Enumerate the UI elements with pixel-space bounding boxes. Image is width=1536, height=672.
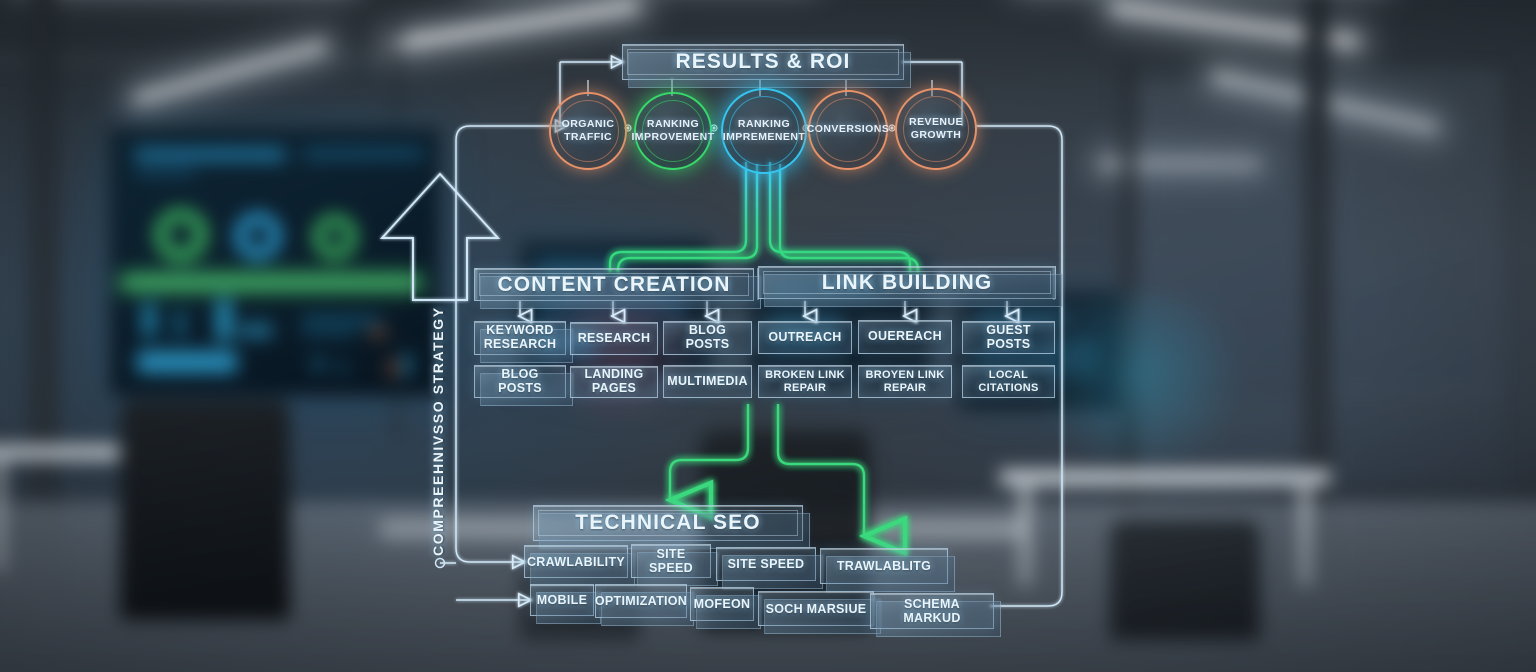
tech-leaf-soch-marsiue[interactable]: SOCH MARSIUE — [758, 591, 881, 634]
leaf-label: OUEREACH — [868, 329, 942, 344]
node-to-section-branches — [608, 162, 920, 272]
leaf-broken-link-repair[interactable]: BROKEN LINK REPAIR — [758, 365, 852, 398]
tech-leaf-schema-markud[interactable]: SCHEMA MARKUD — [870, 593, 1001, 637]
leaf-label: SOCH MARSIUE — [765, 601, 867, 616]
outcome-node-organic-traffic[interactable]: ORGANIC TRAFFIC — [549, 92, 627, 170]
section-title-label: CONTENT CREATION — [497, 272, 731, 296]
node-inner-ring — [729, 96, 799, 166]
outcome-node-ranking-improvement-blue[interactable]: RANKING IMPREMENENT — [721, 88, 807, 174]
leaf-label: MOFEON — [693, 597, 751, 611]
section-to-technical-arrows — [670, 404, 864, 536]
tech-leaf-mobile[interactable]: MOBILE — [530, 584, 601, 624]
leaf-label: SCHEMA MARKUD — [903, 597, 961, 625]
tech-leaf-crawlability[interactable]: CRAWLABILITY — [524, 545, 635, 586]
leaf-label: LANDING PAGES — [584, 367, 644, 395]
tech-leaf-mofeon[interactable]: MOFEON — [690, 587, 761, 629]
leaf-label: CRAWLABILITY — [526, 554, 626, 569]
leaf-label: KEYWORD RESEARCH — [483, 323, 557, 351]
leaf-label: MULTIMEDIA — [667, 373, 748, 388]
leaf-label: BLOG POSTS — [498, 366, 542, 395]
outcome-node-revenue-growth[interactable]: REVENUE GROWTH — [895, 88, 977, 170]
leaf-label: OPTIMIZATION — [594, 594, 688, 608]
leaf-blog-posts[interactable]: BLOG POSTS — [474, 365, 573, 406]
tech-leaf-trawlablitg[interactable]: TRAWLABLITG — [820, 548, 955, 592]
leaf-oue-reach[interactable]: OUEREACH — [858, 320, 952, 354]
leaf-multimedia[interactable]: MULTIMEDIA — [663, 365, 752, 398]
section-header-link-building[interactable]: LINK BUILDING — [758, 266, 1063, 307]
outcome-node-conversions[interactable]: CONVERSIONS — [807, 90, 889, 170]
leaf-label: BLOG POSTS — [685, 323, 730, 351]
node-inner-ring — [642, 100, 704, 162]
leaf-label: GUEST POSTS — [986, 322, 1031, 351]
node-inner-ring — [557, 100, 619, 162]
leaf-label: LOCAL CITATIONS — [978, 369, 1039, 394]
results-roi-title-box[interactable]: RESULTS & ROI — [622, 44, 911, 88]
leaf-landing-pages[interactable]: LANDING PAGES — [570, 366, 658, 398]
leaf-label: RESEARCH — [577, 330, 651, 345]
feedback-loop-left — [440, 125, 566, 600]
leaf-guest-posts[interactable]: GUEST POSTS — [962, 321, 1055, 354]
tech-leaf-optimization[interactable]: OPTIMIZATION — [594, 584, 694, 626]
leaf-label: SITE SPEED — [727, 557, 805, 571]
header-to-leaf-arrows — [520, 301, 1007, 316]
leaf-label: SITE SPEED — [649, 547, 693, 575]
section-title-label: LINK BUILDING — [821, 270, 993, 294]
leaf-outreach[interactable]: OUTREACH — [758, 321, 852, 354]
section-title-label: TECHNICAL SEO — [575, 511, 761, 534]
tech-leaf-site-speed-1[interactable]: SITE SPEED — [631, 544, 718, 586]
leaf-blog-posts-top[interactable]: BLOG POSTS — [663, 321, 752, 355]
results-roi-title-label: RESULTS & ROI — [675, 50, 851, 73]
leaf-label: TRAWLABLITG — [836, 559, 932, 573]
leaf-broyen-link-repair[interactable]: BROYEN LINK REPAIR — [858, 365, 952, 398]
section-header-content-creation[interactable]: CONTENT CREATION — [474, 268, 761, 309]
leaf-label: OUTREACH — [768, 329, 842, 344]
outcome-node-ranking-improvement-green[interactable]: RANKING IMPROVEMENT — [631, 92, 714, 170]
leaf-label: BROYEN LINK REPAIR — [865, 369, 945, 394]
vertical-strategy-label: COMPREEHNIVSSO STRATEGY — [430, 306, 446, 556]
node-inner-ring — [816, 98, 880, 162]
section-header-technical-seo[interactable]: TECHNICAL SEO — [533, 505, 810, 549]
feedback-loop-right — [976, 125, 1063, 607]
leaf-label: MOBILE — [536, 593, 588, 607]
leaf-research[interactable]: RESEARCH — [570, 322, 658, 355]
tech-leaf-site-speed-2[interactable]: SITE SPEED — [716, 547, 823, 589]
leaf-label: BROKEN LINK REPAIR — [765, 369, 845, 394]
leaf-keyword-research[interactable]: KEYWORD RESEARCH — [474, 321, 573, 363]
node-inner-ring — [903, 96, 969, 162]
leaf-local-citations[interactable]: LOCAL CITATIONS — [962, 365, 1055, 398]
